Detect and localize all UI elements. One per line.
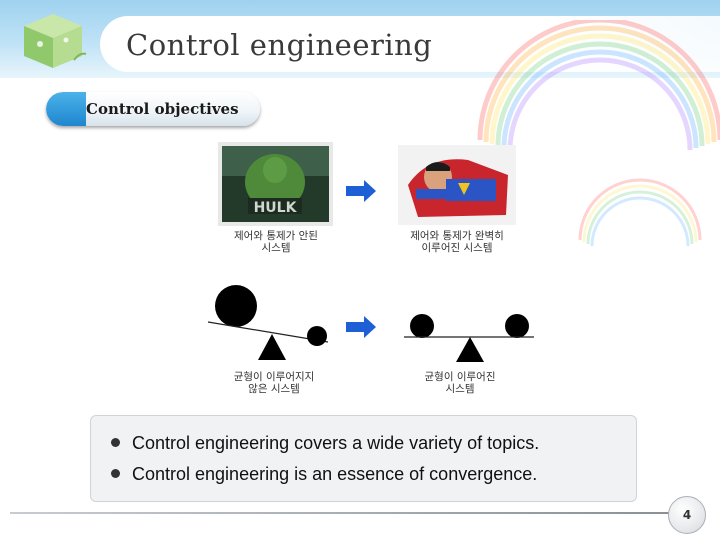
fulcrum-triangle bbox=[258, 334, 286, 360]
light-ball bbox=[307, 326, 327, 346]
bullet-item-1: Control engineering covers a wide variet… bbox=[111, 433, 539, 454]
header-title-bar bbox=[100, 16, 720, 72]
bullet-item-2: Control engineering is an essence of con… bbox=[111, 464, 537, 485]
bullet-text-1: Control engineering covers a wide variet… bbox=[132, 433, 540, 453]
superman-image bbox=[398, 145, 516, 225]
unbalanced-caption: 균형이 이루어지지 않은 시스템 bbox=[214, 371, 334, 395]
heavy-ball bbox=[215, 285, 257, 327]
bullet-box: Control engineering covers a wide variet… bbox=[90, 415, 637, 502]
balanced-caption: 균형이 이루어진 시스템 bbox=[400, 371, 520, 395]
unbalanced-seesaw-diagram bbox=[207, 285, 329, 360]
arrow-right-icon bbox=[346, 180, 376, 202]
left-ball bbox=[410, 314, 434, 338]
balanced-caption-line-2: 시스템 bbox=[445, 383, 475, 395]
bullet-dot-icon bbox=[111, 437, 120, 447]
bullet-dot-icon bbox=[111, 468, 120, 478]
balanced-seesaw-diagram bbox=[404, 314, 534, 362]
hulk-caption-line-1: 제어와 통제가 안된 bbox=[234, 230, 318, 242]
bullet-text-2: Control engineering is an essence of con… bbox=[132, 464, 538, 484]
hulk-caption-line-2: 시스템 bbox=[261, 242, 291, 254]
poster-title: HULK bbox=[254, 200, 298, 216]
cube-logo-icon bbox=[24, 14, 87, 68]
section-heading-label: Control objectives bbox=[86, 100, 239, 118]
page-number: 4 bbox=[668, 496, 706, 534]
arrow-right-icon-2 bbox=[346, 316, 376, 338]
unbalanced-caption-line-2: 않은 시스템 bbox=[248, 383, 300, 395]
hulk-caption: 제어와 통제가 안된 시스템 bbox=[216, 230, 336, 254]
unbalanced-caption-line-1: 균형이 이루어지지 bbox=[233, 371, 315, 383]
page-title: Control engineering bbox=[126, 28, 433, 62]
right-ball bbox=[505, 314, 529, 338]
superman-caption-line-1: 제어와 통제가 완벽히 bbox=[410, 230, 504, 242]
footer-divider bbox=[10, 512, 670, 514]
balanced-caption-line-1: 균형이 이루어진 bbox=[424, 371, 496, 383]
superman-caption: 제어와 통제가 완벽히 이루어진 시스템 bbox=[395, 230, 519, 254]
section-heading: Control objectives bbox=[46, 92, 260, 126]
rainbow-decoration bbox=[477, 20, 720, 247]
hulk-image: HULK bbox=[218, 142, 333, 226]
section-accent bbox=[46, 92, 86, 126]
fulcrum-triangle-2 bbox=[456, 337, 484, 362]
superman-caption-line-2: 이루어진 시스템 bbox=[421, 242, 493, 254]
